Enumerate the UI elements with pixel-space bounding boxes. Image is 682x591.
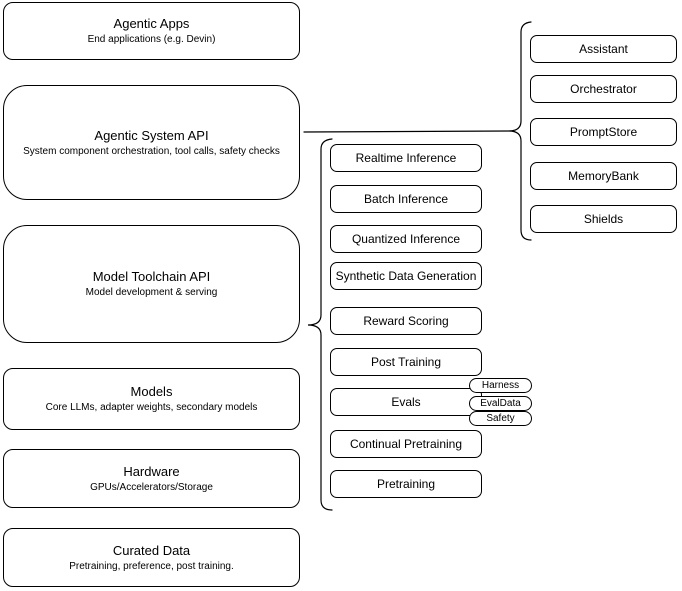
box-curated-data: Curated Data Pretraining, preference, po… — [3, 528, 300, 587]
box-subtitle: End applications (e.g. Devin) — [87, 34, 216, 45]
box-subtitle: Core LLMs, adapter weights, secondary mo… — [45, 402, 258, 413]
box-subtitle: GPUs/Accelerators/Storage — [90, 481, 213, 493]
box-subtitle: System component orchestration, tool cal… — [23, 145, 280, 157]
toolchain-brace — [307, 138, 333, 511]
toolchain-item-label: Continual Pretraining — [349, 437, 463, 451]
system-component-memorybank: MemoryBank — [530, 162, 677, 190]
box-title: Model Toolchain API — [92, 269, 211, 284]
system-components-brace — [508, 21, 532, 241]
system-component-label: Shields — [583, 212, 624, 226]
system-api-connector-line — [303, 130, 510, 133]
system-component-label: PromptStore — [569, 125, 638, 139]
system-component-label: Orchestrator — [570, 82, 637, 96]
box-model-toolchain-api: Model Toolchain API Model development & … — [3, 225, 300, 343]
box-agentic-system-api: Agentic System API System component orch… — [3, 85, 300, 200]
box-title: Curated Data — [112, 542, 191, 558]
system-component-label: MemoryBank — [568, 169, 639, 183]
eval-tag-safety: Safety — [469, 411, 532, 426]
system-component-orchestrator: Orchestrator — [530, 75, 677, 103]
eval-tag-label: Safety — [486, 413, 515, 424]
toolchain-item-realtime-inference: Realtime Inference — [330, 144, 482, 172]
toolchain-item-label: Pretraining — [376, 477, 436, 491]
box-models: Models Core LLMs, adapter weights, secon… — [3, 368, 300, 430]
eval-tag-label: EvalData — [480, 398, 521, 409]
toolchain-item-post-training: Post Training — [330, 348, 482, 376]
toolchain-item-synthetic-data-generation: Synthetic Data Generation — [330, 262, 482, 290]
box-agentic-apps: Agentic Apps End applications (e.g. Devi… — [3, 2, 300, 60]
system-component-shields: Shields — [530, 205, 677, 233]
toolchain-item-evals: Evals — [330, 388, 482, 416]
toolchain-item-label: Evals — [391, 395, 421, 409]
toolchain-item-label: Realtime Inference — [355, 151, 457, 165]
system-component-label: Assistant — [579, 42, 628, 56]
toolchain-item-continual-pretraining: Continual Pretraining — [330, 430, 482, 458]
toolchain-item-batch-inference: Batch Inference — [330, 185, 482, 213]
toolchain-item-label: Batch Inference — [363, 192, 449, 206]
box-title: Hardware — [123, 463, 180, 479]
eval-tag-evaldata: EvalData — [469, 396, 532, 411]
toolchain-item-reward-scoring: Reward Scoring — [330, 307, 482, 335]
box-title: Agentic Apps — [113, 16, 190, 31]
toolchain-item-label: Reward Scoring — [363, 314, 449, 328]
box-subtitle: Model development & serving — [85, 287, 218, 298]
eval-tag-label: Harness — [481, 380, 520, 391]
box-subtitle: Pretraining, preference, post training. — [69, 560, 234, 572]
toolchain-item-label: Quantized Inference — [351, 232, 461, 246]
toolchain-item-label: Synthetic Data Generation — [335, 269, 477, 283]
box-title: Agentic System API — [94, 127, 209, 143]
box-title: Models — [130, 384, 173, 399]
system-component-assistant: Assistant — [530, 35, 677, 63]
toolchain-item-quantized-inference: Quantized Inference — [330, 225, 482, 253]
toolchain-item-label: Post Training — [370, 355, 442, 369]
system-component-promptstore: PromptStore — [530, 118, 677, 146]
toolchain-item-pretraining: Pretraining — [330, 470, 482, 498]
box-hardware: Hardware GPUs/Accelerators/Storage — [3, 449, 300, 508]
eval-tag-harness: Harness — [469, 378, 532, 393]
